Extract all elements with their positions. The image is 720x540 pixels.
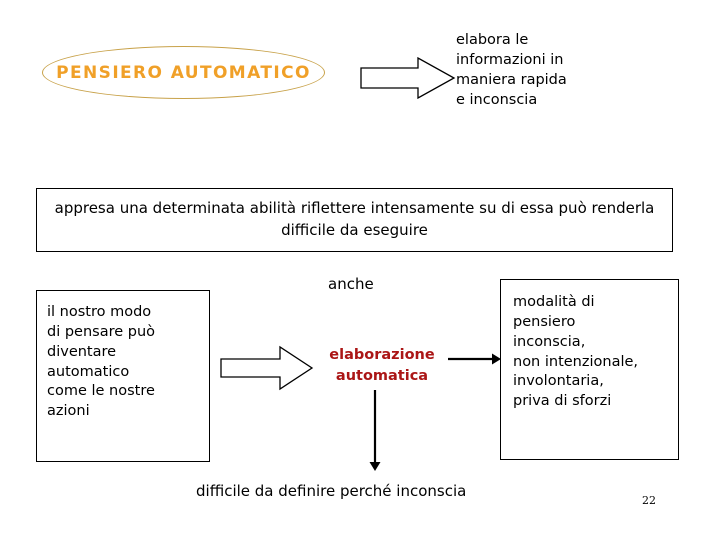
line-arrow-center-to-right-box[interactable] [448,352,502,366]
automatic-processing-description: elabora le informazioni in maniera rapid… [456,32,567,108]
thinking-mode-box[interactable]: il nostro modo di pensare può diventare … [36,290,210,462]
line-arrow-center-to-bottom[interactable] [368,390,382,472]
thinking-mode-text: il nostro modo di pensare può diventare … [47,304,156,420]
title-ellipse-shape[interactable]: PENSIERO AUTOMATICO [42,46,325,99]
unconscious-mode-text: modalità di pensiero inconscia, non inte… [513,294,639,410]
bottom-caption: difficile da definire perché inconscia [196,482,467,500]
connector-label-anche: anche [328,275,374,293]
block-arrow-left-to-center[interactable] [220,345,314,391]
learned-skill-statement-box[interactable]: appresa una determinata abilità riflette… [36,188,673,252]
unconscious-mode-box[interactable]: modalità di pensiero inconscia, non inte… [500,279,679,460]
page-title: PENSIERO AUTOMATICO [56,62,311,83]
block-arrow-title-to-description[interactable] [360,57,456,99]
page-number: 22 [642,494,656,507]
elaborazione-automatica-label: elaborazione automatica [329,347,435,384]
learned-skill-statement-text: appresa una determinata abilità riflette… [54,199,655,239]
